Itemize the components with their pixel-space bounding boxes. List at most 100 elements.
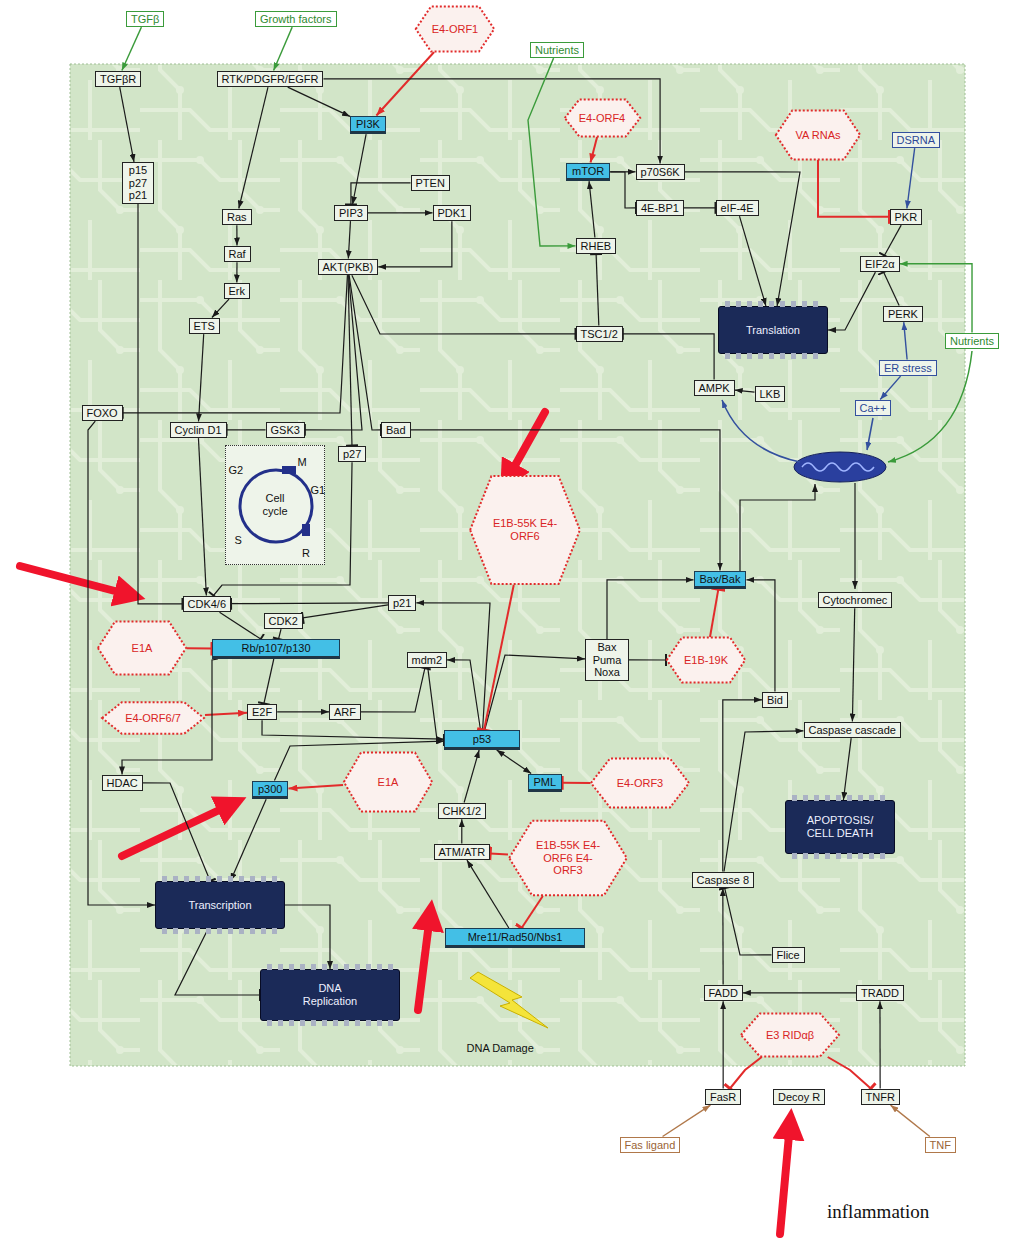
nutrient-arrow xyxy=(274,27,293,70)
chip-pin xyxy=(322,964,327,970)
activation-arrow xyxy=(288,87,350,116)
signal-box: p27 xyxy=(338,446,366,463)
inhibition-line xyxy=(123,275,348,413)
activation-arrow xyxy=(607,580,694,639)
activation-arrow xyxy=(277,711,329,712)
node-label: Decoy R xyxy=(778,1091,820,1104)
chip-pin xyxy=(802,353,807,359)
signal-box: LKB xyxy=(755,386,786,403)
node-label: TGFβR xyxy=(100,73,136,86)
process-chip: DNA Replication xyxy=(260,969,400,1021)
chip-pin xyxy=(880,795,885,801)
chip-pin xyxy=(278,1020,283,1026)
chip-pin xyxy=(825,853,830,859)
chip-pin xyxy=(747,353,752,359)
chip-pin xyxy=(267,964,272,970)
activation-arrow xyxy=(447,660,480,730)
node-label: Bax Puma Noxa xyxy=(590,641,624,679)
hexagon-shape xyxy=(416,6,494,51)
chip-pin xyxy=(747,301,752,307)
chip-pin xyxy=(333,964,338,970)
viral-inhibition-line xyxy=(730,1057,762,1089)
hexagon-shape xyxy=(344,753,432,812)
viral-protein-hexagon: E1B-55K E4-ORF6 xyxy=(469,475,581,585)
viral-protein-hexagon: E1B-55K E4-ORF6 E4-ORF3 xyxy=(508,820,628,896)
inhibition-line xyxy=(220,612,261,639)
hexagon-shape xyxy=(98,622,186,675)
process-chip: Translation xyxy=(718,306,828,354)
chip-pin xyxy=(758,301,763,307)
chip-pin xyxy=(228,876,233,882)
node-label: E1A xyxy=(378,776,399,789)
viral-protein-hexagon: E1B-19K xyxy=(666,637,746,683)
inhibition-line xyxy=(175,929,260,995)
viral-protein-hexagon: E1A xyxy=(343,752,433,812)
signal-box: Bax Puma Noxa xyxy=(585,639,629,681)
chip-pin xyxy=(195,928,200,934)
chip-pin xyxy=(267,1020,272,1026)
signal-box: PIP3 xyxy=(334,205,368,222)
stress-arrow xyxy=(904,322,907,359)
activation-arrow xyxy=(378,221,452,267)
node-label: Nutrients xyxy=(535,44,579,57)
signal-box: PTEN xyxy=(411,175,450,192)
chip-pin xyxy=(300,1020,305,1026)
damage-label: DNA Damage xyxy=(467,1042,534,1054)
input-box: Nutrients xyxy=(945,333,999,350)
chip-pin xyxy=(239,876,244,882)
activation-arrow xyxy=(467,860,509,928)
node-label: E1A xyxy=(132,642,153,655)
chip-pin xyxy=(250,876,255,882)
node-label: p53 xyxy=(473,733,491,746)
activation-arrow xyxy=(239,87,268,208)
chip-pin xyxy=(272,928,277,934)
signal-box: CDK2 xyxy=(264,613,303,630)
key-protein-box: Bax/Bak xyxy=(694,571,747,590)
chip-pin xyxy=(769,301,774,307)
cycle-ring xyxy=(240,470,312,542)
chip-pin xyxy=(803,853,808,859)
activation-arrow xyxy=(589,181,595,237)
node-label: VA RNAs xyxy=(795,129,840,142)
signal-box: Bid xyxy=(762,692,788,709)
chip-pin xyxy=(366,964,371,970)
mitochondrion-to-ampk xyxy=(722,400,800,462)
node-label: TNFR xyxy=(866,1091,895,1104)
nutrient-arrow xyxy=(122,27,142,70)
node-label: Caspase 8 xyxy=(697,874,750,887)
node-label: PI3K xyxy=(356,118,380,131)
activation-arrow xyxy=(368,212,433,213)
node-label: mTOR xyxy=(572,165,604,178)
inhibition-line xyxy=(725,888,772,955)
node-label: GSK3 xyxy=(271,424,300,437)
node-label: PTEN xyxy=(416,177,445,190)
chip-pin xyxy=(813,353,818,359)
signal-box: Caspase cascade xyxy=(804,722,901,739)
mitochondrion-cristae xyxy=(802,463,874,471)
viral-inhibition-line xyxy=(484,585,514,730)
viral-inhibition-line xyxy=(522,896,543,928)
chip-pin xyxy=(792,853,797,859)
chip-pin xyxy=(289,964,294,970)
activation-arrow xyxy=(723,700,762,872)
chip-pin xyxy=(250,928,255,934)
signal-box: TGFβR xyxy=(95,71,141,88)
chip-pin xyxy=(769,353,774,359)
signal-box: p21 xyxy=(388,595,416,612)
chip-pin xyxy=(736,301,741,307)
process-chip: APOPTOSIS/ CELL DEATH xyxy=(785,800,895,854)
viral-inhibition-line xyxy=(828,1057,871,1089)
chip-pin xyxy=(803,795,808,801)
stress-arrow xyxy=(907,148,915,208)
ligand-box: Fas ligand xyxy=(620,1137,681,1154)
node-label: E4-ORF6/7 xyxy=(125,712,181,725)
chip-pin xyxy=(377,1020,382,1026)
signal-box: Bad xyxy=(381,422,411,439)
chip-pin xyxy=(173,876,178,882)
callout-arrows xyxy=(20,412,790,1234)
node-label: Translation xyxy=(746,324,800,337)
node-label: CDK2 xyxy=(269,615,298,628)
signal-box: AKT(PKB) xyxy=(318,259,379,276)
inhibition-line xyxy=(884,272,899,305)
chip-pin xyxy=(869,853,874,859)
